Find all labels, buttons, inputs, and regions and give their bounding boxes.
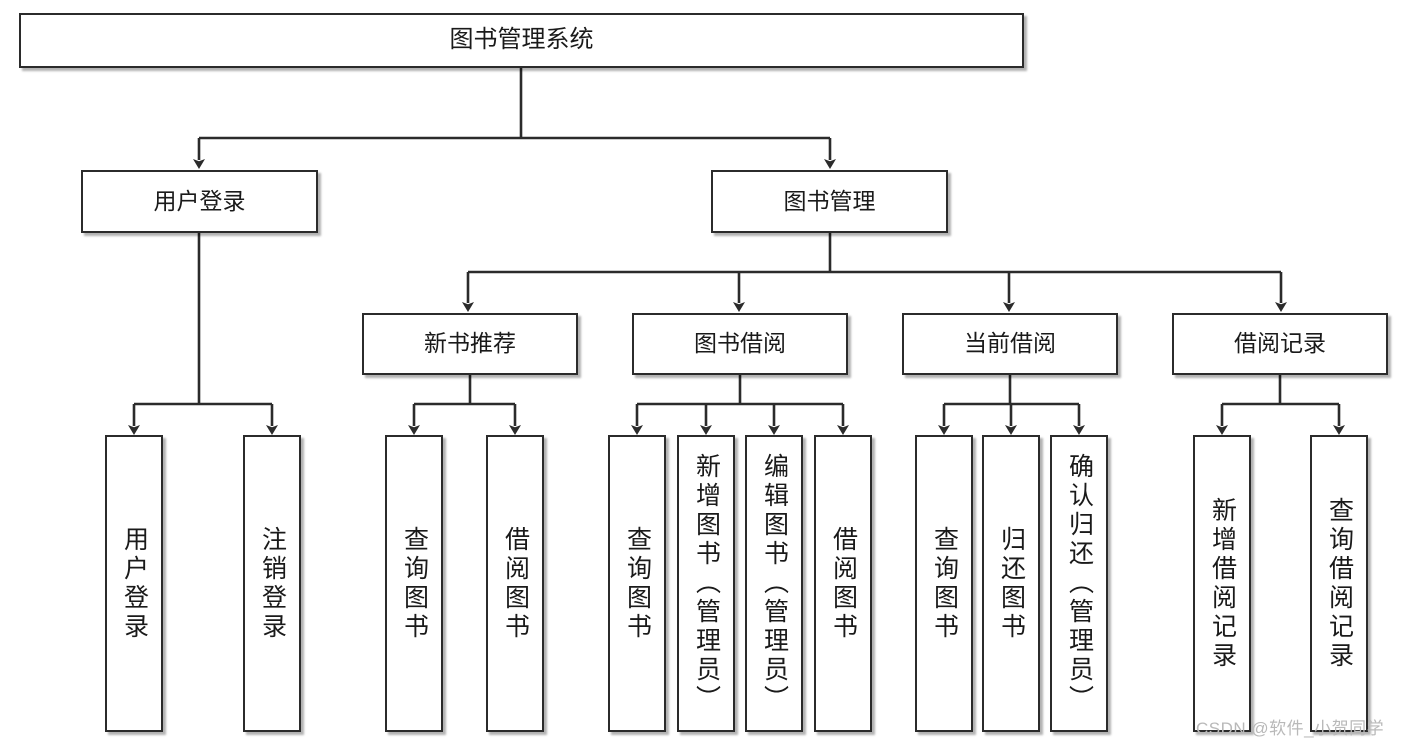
- node-leaf-borrow-book-rec-label: 借阅图书: [501, 525, 530, 642]
- node-leaf-return-book[interactable]: 归还图书: [982, 435, 1040, 732]
- node-leaf-borrow-book-bor[interactable]: 借阅图书: [814, 435, 872, 732]
- node-new-book-recommend-label: 新书推荐: [424, 330, 516, 357]
- node-leaf-query-book-cur[interactable]: 查询图书: [915, 435, 973, 732]
- node-leaf-add-record[interactable]: 新增借阅记录: [1193, 435, 1251, 732]
- node-leaf-user-login-label: 用户登录: [120, 525, 149, 642]
- node-leaf-borrow-book-bor-label: 借阅图书: [829, 525, 858, 642]
- node-leaf-query-book-bor[interactable]: 查询图书: [608, 435, 666, 732]
- node-leaf-add-book[interactable]: 新增图书（管理员）: [677, 435, 735, 732]
- node-leaf-return-book-label: 归还图书: [997, 525, 1026, 642]
- node-leaf-user-login[interactable]: 用户登录: [105, 435, 163, 732]
- node-borrow-record-label: 借阅记录: [1234, 330, 1326, 357]
- node-leaf-query-book-rec-label: 查询图书: [400, 525, 429, 642]
- node-root-label: 图书管理系统: [449, 26, 594, 54]
- node-leaf-user-logout-label: 注销登录: [258, 525, 287, 642]
- node-book-borrow[interactable]: 图书借阅: [632, 313, 848, 375]
- node-leaf-add-record-label: 新增借阅记录: [1208, 496, 1237, 671]
- node-current-borrow[interactable]: 当前借阅: [902, 313, 1118, 375]
- node-leaf-query-book-cur-label: 查询图书: [930, 525, 959, 642]
- node-leaf-query-book-rec[interactable]: 查询图书: [385, 435, 443, 732]
- node-book-manage[interactable]: 图书管理: [711, 170, 948, 233]
- node-leaf-query-record-label: 查询借阅记录: [1325, 496, 1354, 671]
- node-leaf-borrow-book-rec[interactable]: 借阅图书: [486, 435, 544, 732]
- node-book-borrow-label: 图书借阅: [694, 330, 786, 357]
- node-leaf-confirm-return[interactable]: 确认归还（管理员）: [1050, 435, 1108, 732]
- node-borrow-record[interactable]: 借阅记录: [1172, 313, 1388, 375]
- node-user-login-label: 用户登录: [153, 187, 246, 214]
- node-leaf-user-logout[interactable]: 注销登录: [243, 435, 301, 732]
- watermark: CSDN @软件_小贺同学: [1196, 719, 1385, 738]
- node-new-book-recommend[interactable]: 新书推荐: [362, 313, 578, 375]
- node-leaf-edit-book[interactable]: 编辑图书（管理员）: [745, 435, 803, 732]
- node-current-borrow-label: 当前借阅: [964, 330, 1056, 357]
- node-book-manage-label: 图书管理: [783, 187, 876, 214]
- node-leaf-query-book-bor-label: 查询图书: [623, 525, 652, 642]
- node-leaf-edit-book-label: 编辑图书（管理员）: [760, 453, 789, 714]
- node-leaf-add-book-label: 新增图书（管理员）: [692, 453, 721, 714]
- node-leaf-query-record[interactable]: 查询借阅记录: [1310, 435, 1368, 732]
- node-user-login[interactable]: 用户登录: [81, 170, 318, 233]
- node-leaf-confirm-return-label: 确认归还（管理员）: [1065, 453, 1094, 714]
- node-root[interactable]: 图书管理系统: [19, 13, 1024, 68]
